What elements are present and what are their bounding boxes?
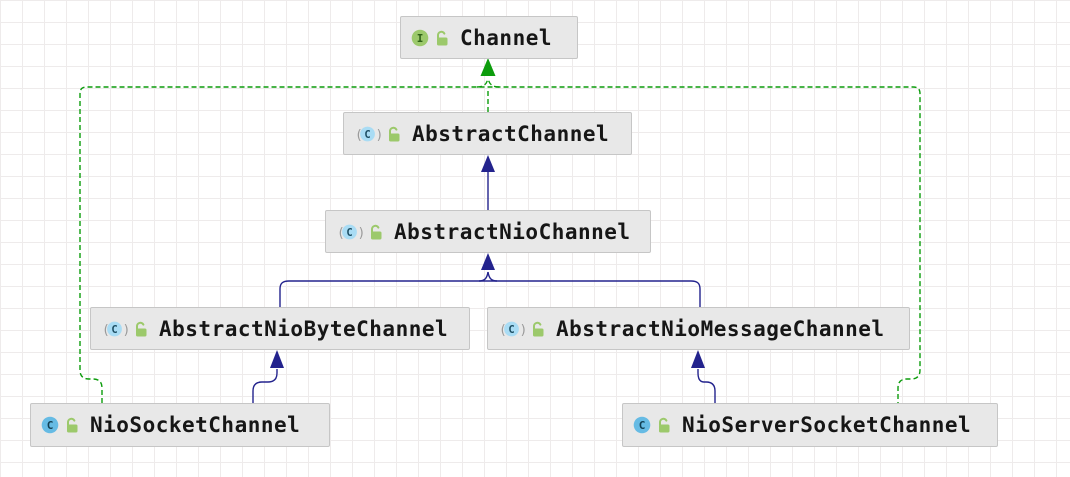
implements-junction-flare-right [487, 77, 500, 88]
class-node-abstract-channel[interactable]: ( C ) AbstractChannel [343, 112, 632, 155]
svg-text:): ) [358, 226, 364, 241]
extends-arrowhead-messagechannel [691, 350, 705, 368]
svg-text:I: I [417, 32, 424, 45]
svg-text:(: ( [337, 226, 345, 241]
class-icon: C [41, 416, 59, 434]
unlocked-icon [657, 417, 671, 433]
unlocked-icon [369, 224, 383, 240]
svg-text:(: ( [499, 323, 507, 338]
svg-text:): ) [376, 128, 382, 143]
unlocked-icon [134, 321, 148, 337]
class-name: AbstractNioChannel [394, 219, 631, 244]
abstract-class-icon: ( C ) [101, 320, 128, 338]
class-node-nio-server-socket-channel[interactable]: C NioServerSocketChannel [622, 403, 998, 447]
extends-junction-flare-left [478, 271, 489, 282]
svg-text:C: C [47, 419, 54, 432]
extends-arrowhead-bytechannel [270, 350, 284, 368]
svg-text:C: C [111, 324, 117, 336]
abstract-class-icon: ( C ) [336, 223, 363, 241]
class-name: AbstractNioMessageChannel [556, 316, 885, 341]
extends-junction-flare-right [487, 271, 498, 282]
svg-text:): ) [123, 323, 129, 338]
abstract-class-icon: ( C ) [354, 125, 381, 143]
extends-edge-branch [279, 280, 701, 307]
class-name: NioSocketChannel [90, 413, 301, 437]
extends-edge-niosocketchannel [252, 369, 278, 403]
unlocked-icon [387, 126, 401, 142]
svg-text:): ) [520, 323, 526, 338]
class-node-nio-socket-channel[interactable]: C NioSocketChannel [30, 403, 330, 447]
extends-arrowhead-abstractchannel [481, 155, 495, 172]
svg-text:C: C [639, 419, 646, 432]
class-name: Channel [460, 25, 553, 50]
interface-icon: I [411, 29, 429, 47]
unlocked-icon [531, 321, 545, 337]
abstract-class-icon: ( C ) [498, 320, 525, 338]
svg-text:(: ( [355, 128, 363, 143]
class-name: AbstractNioByteChannel [159, 316, 449, 341]
implements-arrowhead-channel [480, 58, 496, 76]
class-node-abstract-nio-channel[interactable]: ( C ) AbstractNioChannel [325, 210, 651, 253]
svg-text:(: ( [102, 323, 110, 338]
class-icon: C [633, 416, 651, 434]
implements-junction-flare-left [476, 77, 489, 88]
unlocked-icon [435, 30, 449, 46]
extends-arrowhead-abstractniochannel [481, 253, 495, 270]
class-node-abstract-nio-byte-channel[interactable]: ( C ) AbstractNioByteChannel [90, 307, 470, 350]
class-node-channel[interactable]: I Channel [400, 16, 578, 59]
extends-edge-nioserversocketchannel [697, 369, 716, 403]
svg-text:C: C [346, 227, 352, 239]
unlocked-icon [65, 417, 79, 433]
class-name: NioServerSocketChannel [682, 413, 972, 437]
class-name: AbstractChannel [412, 121, 610, 146]
svg-text:C: C [364, 129, 370, 141]
svg-text:C: C [508, 324, 514, 336]
class-node-abstract-nio-message-channel[interactable]: ( C ) AbstractNioMessageChannel [487, 307, 910, 350]
